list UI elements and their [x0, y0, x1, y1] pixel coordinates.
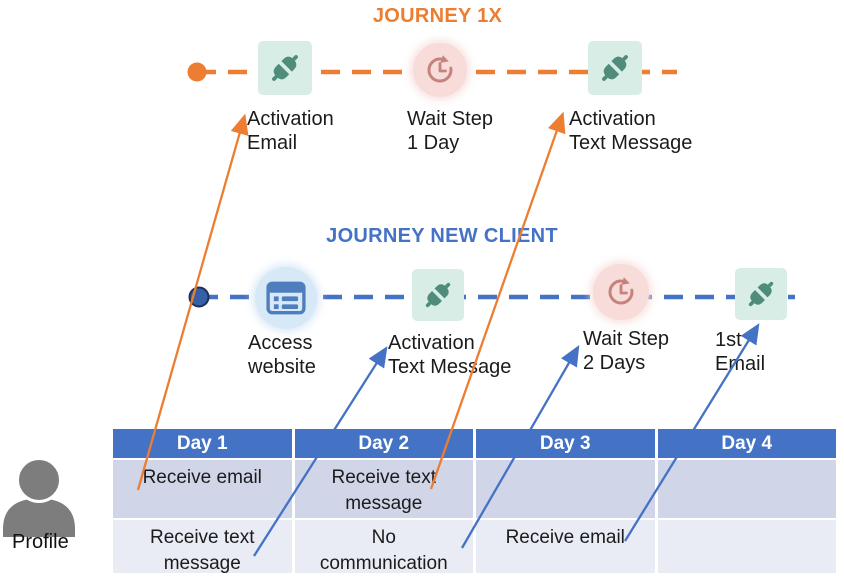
step-wait-2-days [593, 264, 649, 320]
step-activation-email [258, 41, 312, 95]
step-label-line: Email [715, 353, 766, 375]
step-label-line: Text Message [569, 132, 693, 154]
wait-clock-icon [427, 55, 453, 83]
day-cell-text: Receive email [142, 467, 262, 488]
day-cell-text: Receive text message [149, 527, 255, 574]
day-header-cell: Day 3 [476, 429, 655, 458]
day-cell: Receive text message [113, 520, 292, 574]
list-icon [266, 281, 306, 315]
step-activation-text-message-nc [412, 269, 464, 321]
plug-icon [425, 282, 451, 308]
day-header-cell: Day 1 [113, 429, 292, 458]
step-label-line: 1 Day [407, 132, 460, 154]
step-label-line: website [248, 356, 316, 378]
step-label-line: Activation [247, 108, 334, 130]
journey-1x-start-dot [187, 62, 207, 82]
day-table: Day 1 Day 2 Day 3 Day 4 Receive email Re… [113, 429, 836, 574]
day-cell [657, 460, 836, 518]
profile-label: Profile [12, 531, 69, 553]
step-label: Wait Step 1 Day [407, 107, 493, 155]
day-cell-text: No communication [319, 527, 448, 574]
step-label: 1st Email [715, 328, 765, 376]
step-label-line: 2 Days [583, 352, 646, 374]
step-label: Access website [248, 331, 316, 379]
wait-clock-icon [608, 277, 634, 305]
step-label-line: Activation [388, 332, 475, 354]
step-label-line: 1st [715, 329, 742, 351]
day-cell [476, 460, 655, 518]
day-cell [657, 520, 836, 573]
step-access-website [255, 267, 317, 329]
step-activation-text-message-1x [588, 41, 642, 95]
step-label: Wait Step 2 Days [583, 327, 669, 375]
step-label: Activation Text Message [388, 331, 511, 379]
step-label-line: Wait Step [583, 328, 669, 350]
day-header-cell: Day 2 [294, 429, 473, 458]
step-label-line: Activation [569, 108, 656, 130]
step-1st-email [735, 268, 787, 320]
day-cell: Receive email [113, 460, 292, 518]
day-cell-text: Receive email [505, 527, 625, 548]
step-label-line: Text Message [388, 356, 512, 378]
step-label: Activation Text Message [569, 107, 692, 155]
plug-icon [602, 55, 628, 81]
step-label-line: Access [248, 332, 313, 354]
day-cell: Receive email [476, 520, 655, 573]
day-cell: No communication [294, 520, 473, 574]
journey-new-client-title: JOURNEY NEW CLIENT [326, 225, 558, 247]
day-header-cell: Day 4 [657, 429, 836, 458]
step-label: Activation Email [247, 107, 334, 155]
plug-icon [272, 55, 298, 81]
day-cell-text: Receive text message [331, 467, 437, 514]
person-icon [3, 457, 75, 537]
plug-icon [748, 281, 774, 307]
day-cell: Receive text message [294, 460, 473, 518]
step-wait-1-day [413, 43, 467, 97]
step-label-line: Wait Step [407, 108, 493, 130]
journey-1x-title: JOURNEY 1X [372, 5, 503, 27]
step-label-line: Email [247, 132, 298, 154]
journey-new-client-start-dot [188, 286, 210, 308]
